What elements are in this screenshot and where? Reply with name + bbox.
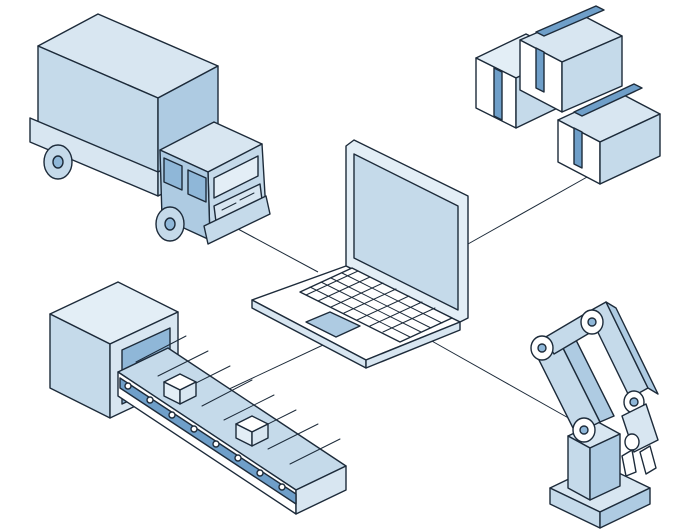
conveyor-belt-icon <box>49 281 347 515</box>
stacked-boxes-icon <box>475 5 661 185</box>
connector-lines <box>209 171 597 421</box>
connector-boxes <box>467 171 597 245</box>
robotic-arm-icon <box>530 301 659 529</box>
connector-robot <box>429 339 573 421</box>
delivery-truck-icon <box>29 13 271 245</box>
belt-rollers <box>124 382 286 491</box>
keyboard-grid <box>305 270 443 338</box>
connector-conveyor <box>209 337 339 399</box>
connector-truck <box>224 221 319 273</box>
laptop-icon <box>251 139 469 369</box>
